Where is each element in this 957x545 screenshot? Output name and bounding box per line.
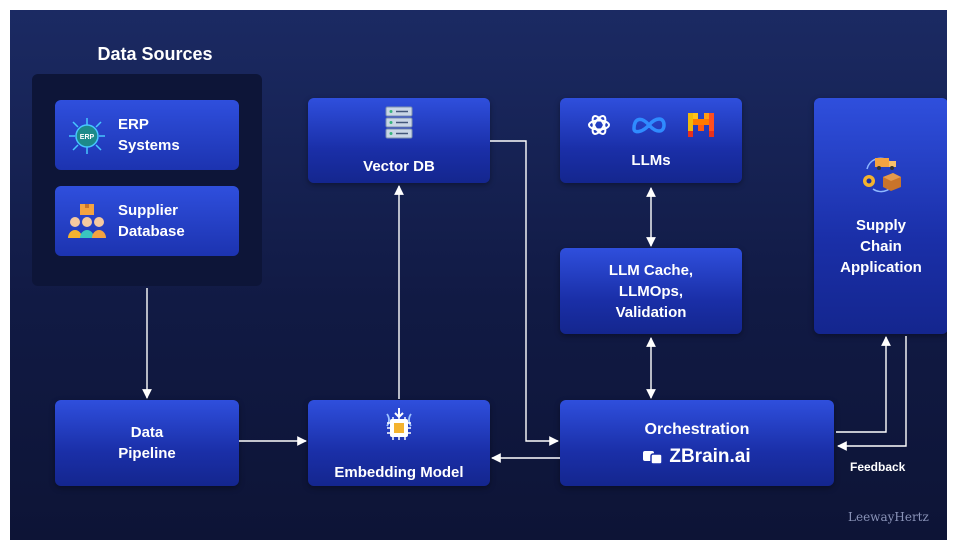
orchestration-node[interactable]: Orchestration ZBrain.ai (560, 400, 834, 486)
supplier-database-node[interactable]: Supplier Database (55, 186, 239, 256)
zbrain-logo: ZBrain.ai (643, 446, 751, 467)
feedback-label: Feedback (850, 460, 906, 474)
llm-cache-node[interactable]: LLM Cache, LLMOps, Validation (560, 248, 742, 334)
llms-label: LLMs (631, 152, 671, 169)
leewayhertz-watermark: LeewayHertz (848, 510, 929, 524)
llm-icons (586, 110, 716, 140)
erp-icon: ERP (65, 114, 109, 158)
chip-icon (379, 408, 419, 450)
supply-chain-icon (859, 155, 903, 201)
supplier-database-label: Supplier Database (118, 202, 185, 240)
vector-db-node[interactable]: Vector DB (308, 98, 490, 183)
zbrain-icon (643, 450, 664, 465)
openai-icon (588, 115, 610, 135)
orchestration-label: Orchestration (644, 421, 750, 438)
meta-icon (632, 117, 666, 134)
supply-chain-application-node[interactable]: Supply Chain Application (814, 98, 947, 334)
llm-cache-label: LLM Cache, LLMOps, Validation (608, 261, 694, 321)
database-server-icon (385, 106, 413, 146)
supply-chain-label: Supply Chain Application (840, 216, 922, 276)
llms-node[interactable]: LLMs (560, 98, 742, 183)
embedding-model-label: Embedding Model (334, 464, 464, 481)
zbrain-brand-text: ZBrain.ai (669, 446, 751, 467)
data-pipeline-node[interactable]: Data Pipeline (55, 400, 239, 486)
erp-icon-badge: ERP (80, 134, 95, 141)
data-pipeline-label: Data Pipeline (118, 424, 176, 462)
arrow-orchestration-to-supplychain (836, 336, 891, 433)
data-sources-title: Data Sources (97, 44, 213, 64)
arrow-vectordb-to-orchestration (490, 140, 559, 446)
arrow-feedback-to-orchestration (837, 336, 907, 451)
mistral-icon (688, 113, 714, 137)
connector-arrows (142, 140, 907, 463)
erp-systems-node[interactable]: ERP ERP Systems (55, 100, 239, 170)
diagram-canvas: Data Sources ERP ERP Systems (10, 10, 947, 540)
embedding-model-node[interactable]: Embedding Model (308, 400, 490, 486)
erp-systems-label: ERP Systems (118, 116, 180, 154)
supplier-database-icon (65, 200, 109, 244)
vector-db-label: Vector DB (363, 158, 435, 175)
